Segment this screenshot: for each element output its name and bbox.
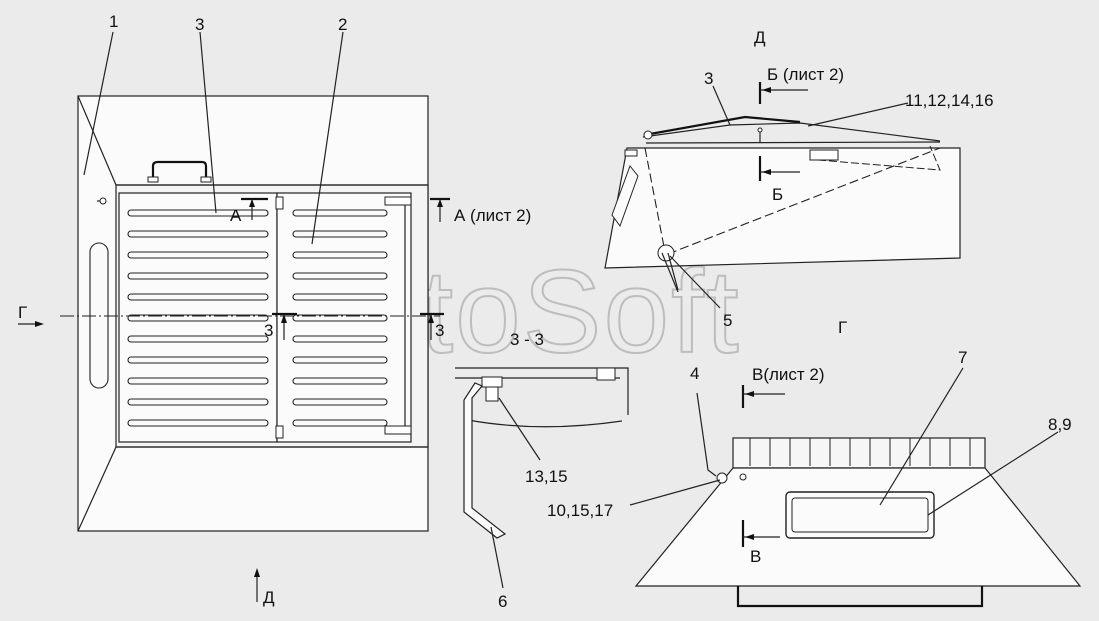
- section-3-right-label: 3: [435, 321, 444, 340]
- cabinet-front-view: [18, 31, 450, 602]
- callout-11-12-14-16: 11,12,14,16: [905, 91, 994, 110]
- section-3-3-view: [455, 367, 629, 589]
- left-grille-slots: [127, 209, 269, 427]
- callout-13-15: 13,15: [525, 467, 568, 486]
- view-g-right-label: Г: [838, 318, 847, 337]
- callout-5: 5: [723, 311, 732, 330]
- callout-4: 4: [690, 364, 699, 383]
- section-v-label: В: [750, 547, 761, 566]
- section-a-sheet-label: А (лист 2): [454, 206, 531, 225]
- view-d-side: [604, 82, 961, 309]
- section-v-sheet-label: В(лист 2): [752, 365, 825, 384]
- callout-2: 2: [338, 15, 347, 34]
- callout-10-15-17: 10,15,17: [547, 501, 613, 520]
- view-d-bottom-label: Д: [263, 588, 275, 607]
- callout-1: 1: [109, 12, 118, 31]
- callout-6: 6: [498, 592, 507, 611]
- section-b-label: Б: [772, 185, 783, 204]
- section-b-sheet-label: Б (лист 2): [767, 65, 844, 84]
- callout-3-top: 3: [704, 69, 713, 88]
- right-grille-slots: [292, 209, 388, 427]
- view-d-title: Д: [754, 28, 766, 47]
- callout-7: 7: [958, 348, 967, 367]
- section-a-label: А: [230, 206, 242, 225]
- section-3-3-title: 3 - 3: [510, 330, 544, 349]
- view-g-bottom: [629, 367, 1082, 608]
- view-g-left-label: Г: [18, 303, 27, 322]
- callout-3-left: 3: [195, 15, 204, 34]
- section-3-left-label: 3: [264, 321, 273, 340]
- callout-8-9: 8,9: [1048, 415, 1072, 434]
- labels: 1 3 2 А А (лист 2) Г 3 3 3 - 3 Д 13,15 1…: [18, 12, 1072, 611]
